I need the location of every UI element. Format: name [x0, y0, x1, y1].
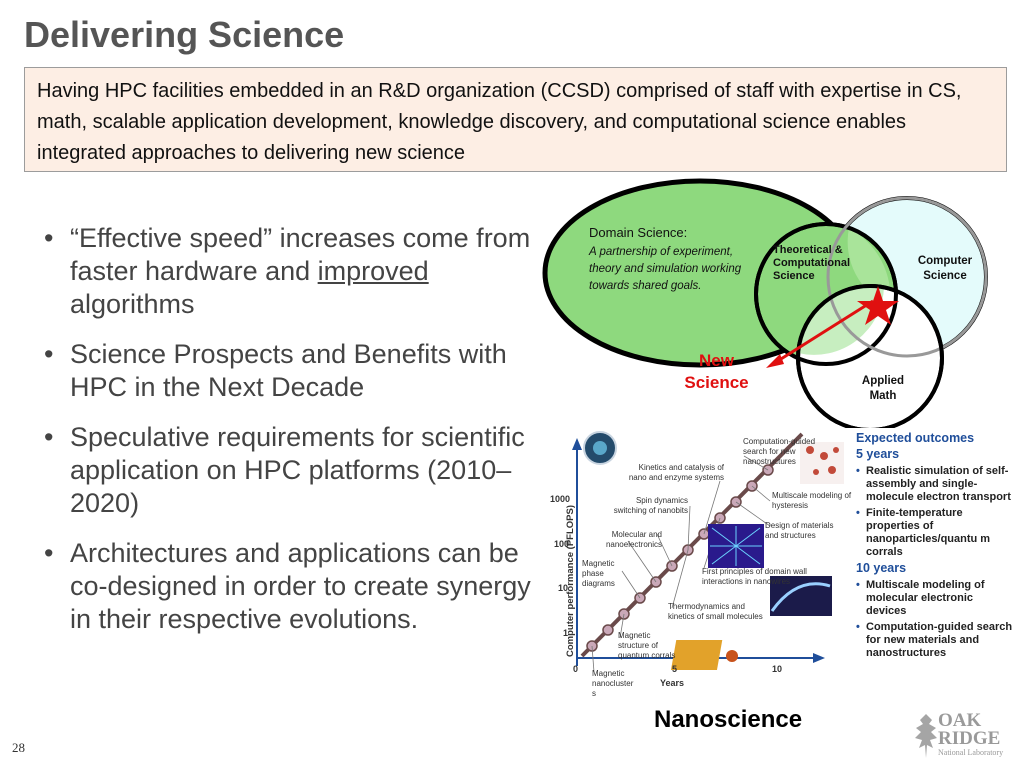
label-magnetic-nanoclusters: Magnetic nanocluster s [592, 669, 634, 698]
nanoparticle-core-icon [593, 441, 607, 455]
callout-box: Having HPC facilities embedded in an R&D… [24, 67, 1007, 172]
bullet-dot: • [44, 422, 54, 452]
ten-years-heading: 10 years [856, 561, 907, 575]
venn-shapes [542, 178, 988, 432]
label-spin-dynamics: Spin dynamics switching of nanobits [613, 496, 688, 515]
label-magnetic-structure: Magnetic structure of quantum corrals [618, 631, 676, 660]
y-axis-arrow [572, 438, 582, 450]
new-science-label: New Science [684, 351, 749, 392]
bullet-dot: • [44, 223, 54, 253]
bullet-effective-speed: • “Effective speed” increases come from … [42, 222, 532, 321]
oak-leaf-icon [915, 714, 937, 758]
arrow-head [766, 354, 784, 368]
applied-math-label: Applied Math [861, 375, 905, 402]
label-multiscale-hysteresis: Multiscale modeling of hysteresis [772, 491, 852, 510]
underlined-word: improved [317, 256, 429, 286]
x-tick-0: 0 [573, 664, 579, 674]
venn-diagram: Domain Science: A partnership of experim… [540, 178, 1010, 432]
bullet-text: Science Prospects and Benefits with HPC … [70, 339, 507, 402]
domain-science-description: A partnership of experiment, theory and … [589, 246, 742, 292]
y-tick-100: 100 [554, 539, 570, 549]
nanoscience-plot [572, 431, 844, 673]
label-magnetic-phase: Magnetic phase diagrams [582, 559, 615, 588]
five-year-list: Realistic simulation of self-assembly an… [856, 465, 1016, 559]
label-design-materials: Design of materials and structures [765, 521, 834, 540]
bullet-text: “Effective speed” increases come from fa… [70, 223, 531, 286]
label-first-principles: First principles of domain wall interact… [702, 567, 807, 586]
bullet-text: Architectures and applications can be co… [70, 538, 531, 634]
label-thermodynamics: Thermodynamics and kinetics of small mol… [668, 602, 763, 621]
list-item: Finite-temperature properties of nanopar… [856, 507, 1016, 559]
bullet-list: • “Effective speed” increases come from … [42, 222, 532, 653]
x-tick-10: 10 [772, 664, 783, 674]
x-axis-arrow [813, 653, 825, 663]
ornl-logo: OAK RIDGE National Laboratory [912, 710, 1022, 762]
logo-national-lab: National Laboratory [938, 748, 1004, 757]
star-icon [857, 286, 899, 325]
bullet-speculative-requirements: • Speculative requirements for scientifi… [42, 421, 532, 520]
logo-oak: OAK [938, 710, 982, 731]
domain-science-title: Domain Science: [589, 225, 688, 240]
outcomes-heading: Expected outcomes [856, 431, 975, 445]
x-axis-label: Years [660, 678, 685, 688]
logo-ridge: RIDGE [938, 728, 1001, 749]
list-item: Computation-guided search for new materi… [856, 621, 1016, 660]
bullet-science-prospects: • Science Prospects and Benefits with HP… [42, 338, 532, 404]
x-tick-5: 5 [672, 664, 678, 674]
bullet-dot: • [44, 538, 54, 568]
computer-outline [826, 196, 988, 358]
callout-text: Having HPC facilities embedded in an R&D… [37, 80, 962, 164]
ten-year-list: Multiscale modeling of molecular electro… [856, 579, 1016, 660]
bullet-dot: • [44, 339, 54, 369]
bullet-text: Speculative requirements for scientific … [70, 422, 525, 518]
list-item: Realistic simulation of self-assembly an… [856, 465, 1016, 504]
bullet-text-end: algorithms [70, 289, 195, 319]
y-tick-1000: 1000 [550, 494, 571, 504]
theoretical-label: Theoretical & Computational Science [773, 244, 850, 282]
nanoscience-figure: Computer performance (PFLOPS) 1000 100 1… [532, 426, 1012, 698]
y-tick-1: 1 [563, 628, 569, 638]
label-molecular: Molecular and nanoelectronics [605, 530, 662, 549]
new-science-arrow [772, 299, 874, 366]
label-kinetics-catalysis: Kinetics and catalysis of nano and enzym… [628, 463, 724, 482]
computer-science-label: Computer Science [917, 255, 973, 282]
nanoscience-caption: Nanoscience [654, 706, 803, 733]
theoretical-outline [754, 222, 898, 366]
expected-outcomes: Expected outcomes 5 years Realistic simu… [856, 432, 1016, 663]
y-tick-10: 10 [558, 583, 569, 593]
page-number: 28 [12, 740, 25, 755]
milestone-point [602, 624, 614, 636]
quantum-corral-image-icon [670, 640, 723, 670]
y-axis-label: Computer performance (PFLOPS) [565, 504, 576, 658]
label-computation-guided: Computation-guided search for new nanost… [743, 437, 816, 466]
slide-title: Delivering Science [24, 14, 345, 55]
five-years-heading: 5 years [856, 447, 900, 461]
list-item: Multiscale modeling of molecular electro… [856, 579, 1016, 618]
bullet-codesign: • Architectures and applications can be … [42, 537, 532, 636]
